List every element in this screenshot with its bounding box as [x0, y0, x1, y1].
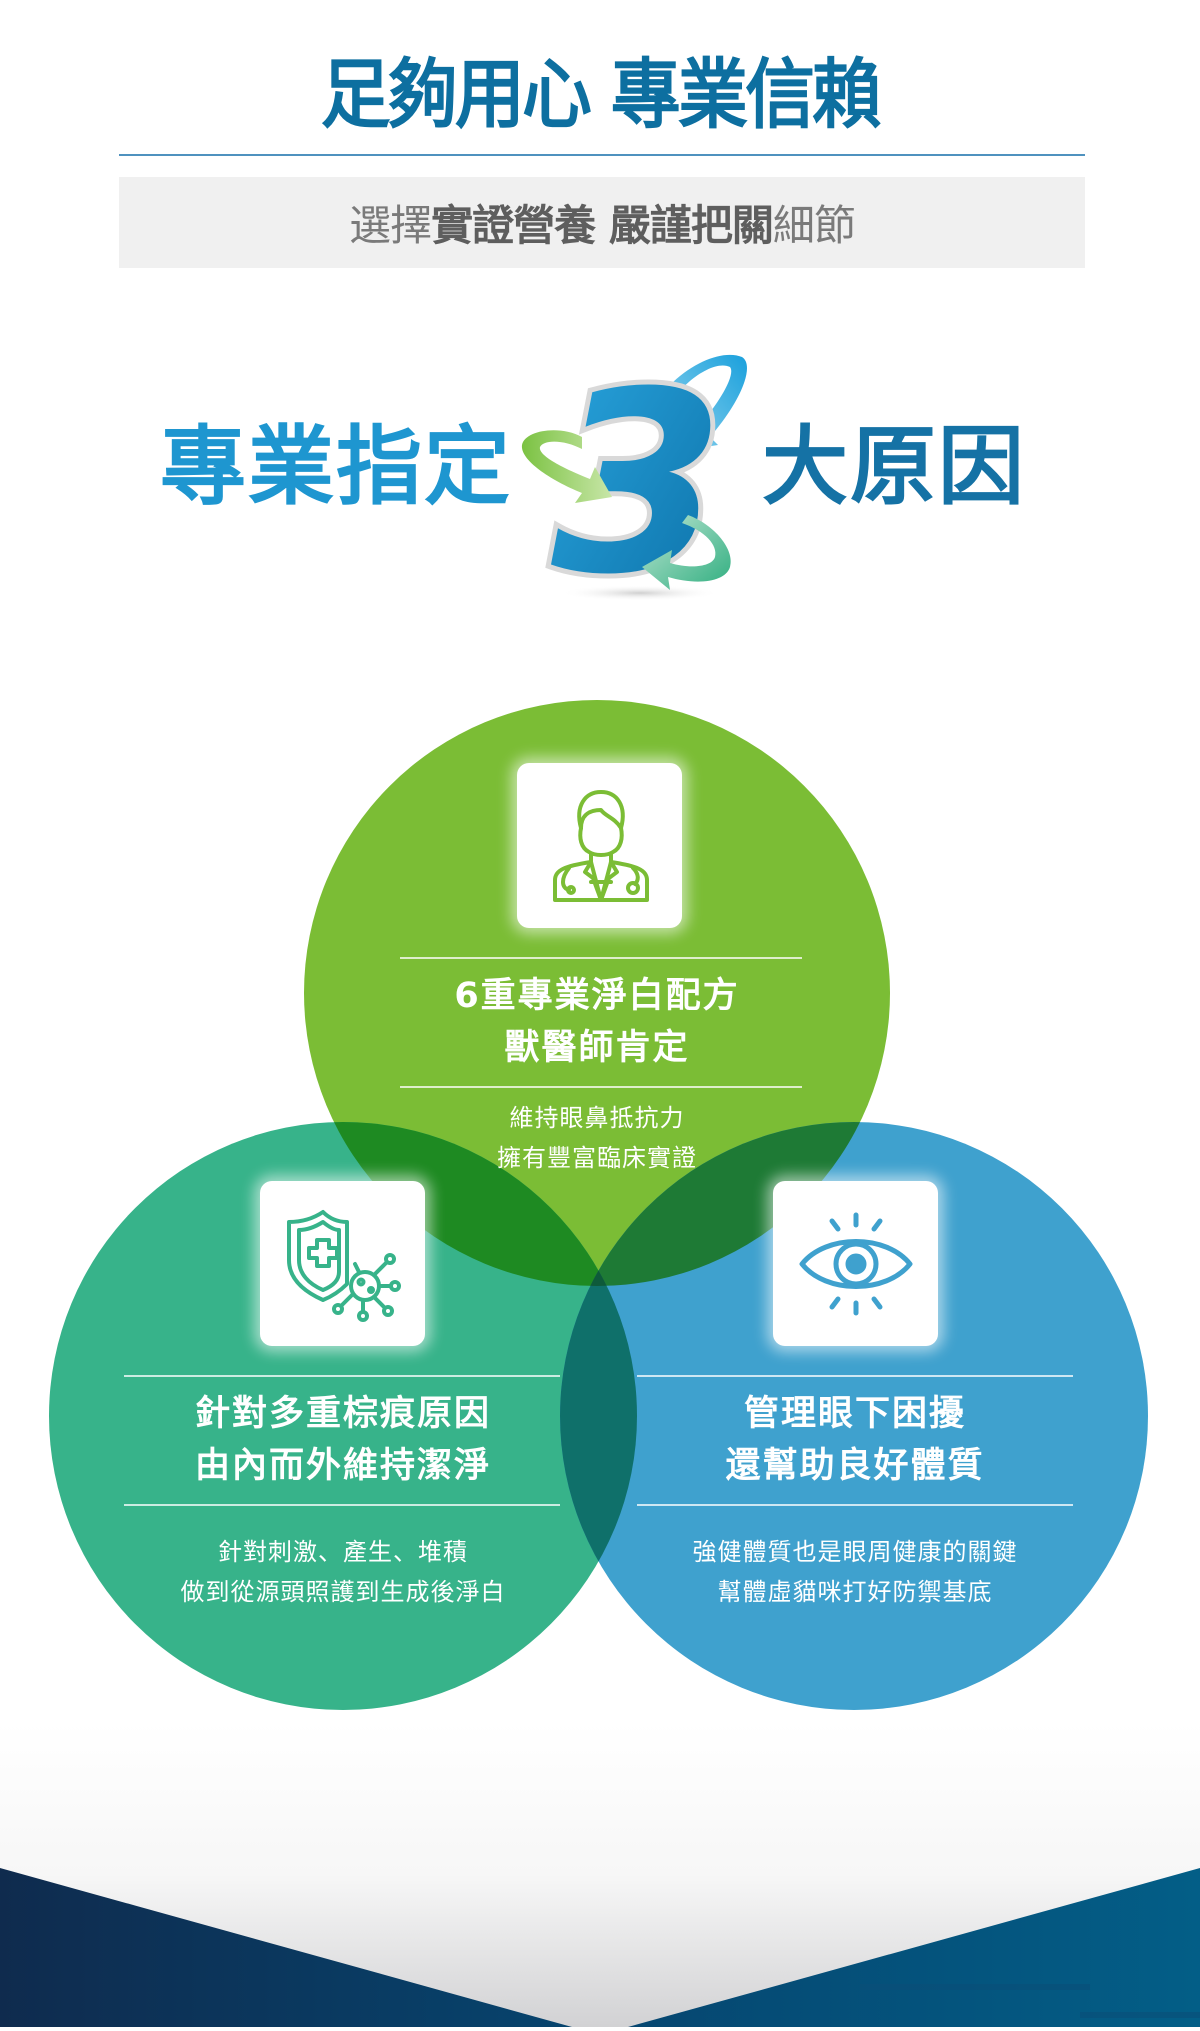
reason-description: 強健體質也是眼周健康的關鍵 幫體虛貓咪打好防禦基底	[655, 1532, 1055, 1612]
reasons-venn-diagram: 6重專業淨白配方 獸醫師肯定 維持眼鼻抵抗力 擁有豐富臨床實證 針對多重棕痕原因…	[0, 680, 1200, 1730]
subtitle-part: 嚴謹把關	[608, 201, 774, 250]
reason-description: 維持眼鼻抵抗力 擁有豐富臨床實證	[397, 1098, 797, 1178]
reason-title-line: 由內而外維持潔淨	[194, 1446, 491, 1486]
doctor-icon-box	[517, 763, 682, 928]
subtitle-part	[595, 201, 609, 250]
divider	[124, 1375, 560, 1377]
title-divider	[119, 154, 1085, 156]
divider	[400, 957, 802, 959]
reason-desc-line: 擁有豐富臨床實證	[497, 1144, 697, 1172]
shield-icon-box	[260, 1181, 425, 1346]
footer-background	[0, 1722, 1200, 2027]
reason-title-line: 管理眼下困擾	[743, 1394, 966, 1434]
reason-desc-line: 強健體質也是眼周健康的關鍵	[692, 1538, 1018, 1566]
subtitle-part: 選擇	[349, 201, 432, 250]
divider	[637, 1504, 1073, 1506]
cycle-arrows-icon: 3 3	[521, 333, 747, 634]
subtitle-banner: 選擇實證營養 嚴謹把關細節	[119, 177, 1085, 268]
subtitle-part: 細節	[772, 201, 856, 250]
eye-icon	[799, 1212, 912, 1315]
reason-title-line: 針對多重棕痕原因	[194, 1394, 491, 1434]
shield-virus-icon	[286, 1209, 401, 1322]
venn-circles	[49, 700, 1148, 1710]
divider	[400, 1086, 802, 1088]
reason-title-line: 還幫助良好體質	[725, 1446, 985, 1486]
divider	[637, 1375, 1073, 1377]
reason-desc-line: 針對刺激、產生、堆積	[218, 1538, 468, 1566]
divider	[124, 1504, 560, 1506]
reasons-heading-right: 大原因	[762, 417, 1026, 517]
reason-title: 管理眼下困擾 還幫助良好體質	[655, 1388, 1055, 1492]
reason-desc-line: 幫體虛貓咪打好防禦基底	[717, 1578, 993, 1606]
page-title: 足夠用心 專業信賴	[320, 50, 883, 139]
reason-title: 6重專業淨白配方 獸醫師肯定	[397, 970, 797, 1074]
reason-title-line: 獸醫師肯定	[504, 1028, 690, 1068]
reason-title: 針對多重棕痕原因 由內而外維持潔淨	[143, 1388, 543, 1492]
reason-description: 針對刺激、產生、堆積 做到從源頭照護到生成後淨白	[143, 1532, 543, 1612]
subtitle: 選擇實證營養 嚴謹把關細節	[349, 192, 856, 253]
reason-title-line: 6重專業淨白配方	[454, 976, 740, 1016]
subtitle-part: 實證營養	[431, 201, 596, 250]
eye-icon-box	[773, 1181, 938, 1346]
reason-desc-line: 做到從源頭照護到生成後淨白	[180, 1578, 506, 1606]
reason-desc-line: 維持眼鼻抵抗力	[509, 1104, 685, 1132]
doctor-icon	[552, 789, 649, 902]
reasons-heading-left: 專業指定	[160, 417, 512, 517]
number-three-logo: 3 3	[520, 333, 770, 634]
chevron-banner	[0, 1722, 1200, 2027]
